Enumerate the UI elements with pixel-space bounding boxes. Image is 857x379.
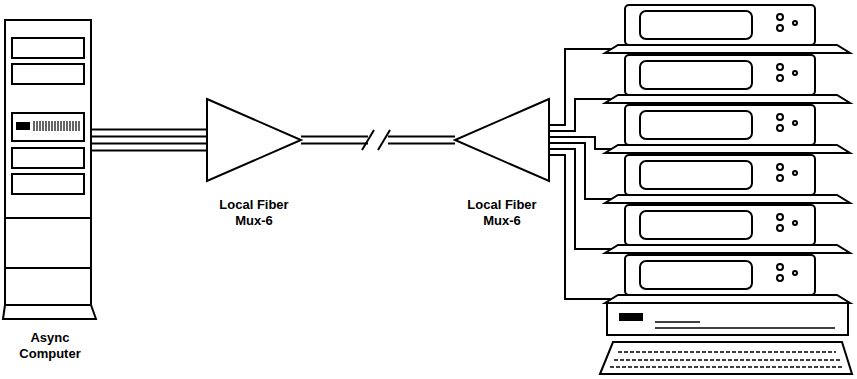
- terminal-wires: [549, 49, 630, 299]
- terminal-base: [605, 145, 850, 153]
- monitor-screen: [640, 61, 752, 89]
- monitor-knob: [777, 64, 783, 70]
- node-outline: [453, 97, 551, 183]
- monitor-case: [625, 155, 815, 195]
- monitor-knob: [777, 275, 783, 281]
- keyboard: [600, 342, 852, 374]
- terminal: [605, 155, 850, 203]
- monitor-case: [625, 5, 815, 45]
- tower-foot: [3, 305, 96, 319]
- drive-light: [16, 122, 30, 130]
- wire: [549, 155, 630, 299]
- monitor-screen: [640, 161, 752, 189]
- monitor-knob: [777, 164, 783, 170]
- computer-node: Async Computer: [2, 18, 98, 363]
- terminal: [605, 55, 850, 103]
- monitor-knob: [777, 214, 783, 220]
- terminal-base: [605, 45, 850, 53]
- monitor-case: [625, 105, 815, 145]
- drive-slot: [620, 314, 642, 320]
- monitor-knob: [777, 225, 783, 231]
- vent-lines: [655, 322, 835, 328]
- case-panel-line: [5, 218, 91, 268]
- keyboard-keys: [610, 352, 844, 367]
- node-label: Local Fiber Mux-6: [213, 197, 295, 230]
- monitor-knob: [777, 25, 783, 31]
- node-outline: [2, 18, 98, 322]
- node-label: Async Computer: [14, 330, 86, 363]
- monitor-screen: [640, 11, 752, 39]
- mux-triangle: [207, 99, 301, 181]
- monitor-screen: [640, 211, 752, 239]
- monitor-knob: [793, 271, 797, 275]
- terminal-base: [605, 245, 850, 253]
- mux-node: Local Fiber Mux-6: [205, 97, 303, 230]
- terminal: [605, 205, 850, 253]
- monitor-knob: [793, 121, 797, 125]
- monitor-knob: [777, 175, 783, 181]
- monitor-screen: [640, 111, 752, 139]
- node-label: Local Fiber Mux-6: [461, 197, 543, 230]
- terminal: [605, 5, 850, 53]
- monitor-case: [625, 255, 815, 295]
- monitor-knob: [777, 75, 783, 81]
- tower-case: [5, 20, 91, 305]
- wire: [549, 49, 630, 125]
- drive-bay: [12, 38, 84, 58]
- monitor-screen: [640, 261, 752, 289]
- drive-bay: [12, 174, 84, 194]
- mux-node: Local Fiber Mux-6: [453, 97, 551, 230]
- drive-slot: [34, 121, 79, 131]
- drive-bay: [12, 113, 84, 141]
- monitor-knob: [777, 264, 783, 270]
- monitor-knob: [793, 71, 797, 75]
- monitor-knob: [793, 221, 797, 225]
- break-slashes: [362, 130, 390, 150]
- system-unit: [607, 303, 848, 335]
- node-outline: [205, 97, 303, 183]
- monitor-knob: [777, 125, 783, 131]
- mux-triangle: [455, 99, 549, 181]
- monitor-knob: [777, 114, 783, 120]
- drive-bay: [12, 64, 84, 84]
- terminal-base: [605, 95, 850, 103]
- monitor-knob: [793, 21, 797, 25]
- monitor-knob: [777, 14, 783, 20]
- terminal: [605, 255, 850, 303]
- monitor-knob: [793, 171, 797, 175]
- desktop-unit: [600, 303, 852, 374]
- terminal-base: [605, 295, 850, 303]
- monitor-case: [625, 205, 815, 245]
- terminal-base: [605, 195, 850, 203]
- serial-cable: [91, 130, 207, 151]
- monitor-case: [625, 55, 815, 95]
- terminal: [605, 105, 850, 153]
- drive-bay: [12, 148, 84, 168]
